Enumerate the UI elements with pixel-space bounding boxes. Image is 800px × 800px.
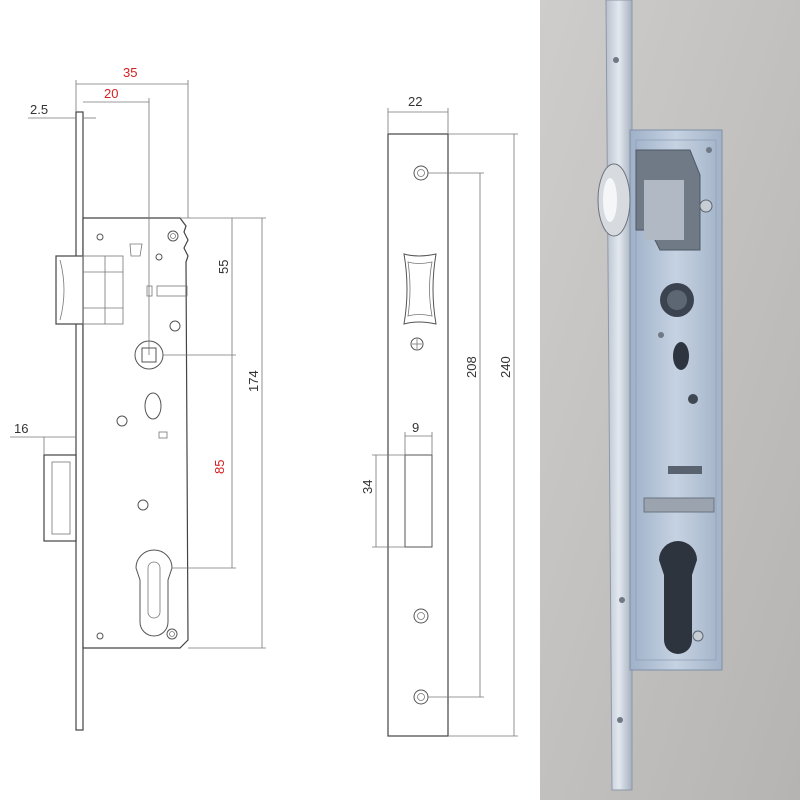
latch-opening [403, 253, 437, 325]
oval-hole [144, 392, 162, 420]
deadbolt-opening [404, 454, 433, 548]
lock-case [82, 217, 189, 649]
dim-34: 34 [360, 480, 375, 494]
technical-drawing: 35 20 2.5 55 174 85 16 [10, 65, 518, 737]
dim-16: 16 [14, 421, 28, 436]
screw-hole [96, 233, 104, 241]
photo-screw [692, 630, 704, 642]
screw-hole [96, 632, 104, 640]
screw-hole [137, 499, 149, 511]
lock-side-view [43, 111, 189, 731]
cylinder-cutout [135, 549, 173, 637]
side-dimensions: 35 20 2.5 55 174 85 16 [10, 65, 266, 649]
dim-85: 85 [212, 460, 227, 474]
dim-20: 20 [104, 86, 118, 101]
photo-cylinder-cutout [659, 541, 697, 654]
dim-174: 174 [246, 370, 261, 392]
faceplate-side [75, 111, 84, 731]
photo-deadbolt [643, 497, 715, 513]
dim-240: 240 [498, 356, 513, 378]
screw-hole [166, 628, 178, 640]
faceplate-screw [413, 608, 429, 624]
screw-hole [167, 230, 179, 242]
lock-photo [540, 0, 800, 800]
screw-hole [169, 320, 181, 332]
photo-screw [699, 199, 713, 213]
dim-22: 22 [408, 94, 422, 109]
dim-55: 55 [216, 260, 231, 274]
latch-bolt [55, 255, 84, 325]
photo-oval-hole [673, 342, 689, 370]
phillips-screw [410, 337, 424, 351]
screw-hole [116, 415, 128, 427]
dim-35: 35 [123, 65, 137, 80]
faceplate-front [387, 133, 449, 737]
deadbolt [43, 454, 77, 542]
dim-9: 9 [412, 420, 419, 435]
dim-208: 208 [464, 356, 479, 378]
photo-screw [688, 394, 698, 404]
dim-2-5: 2.5 [30, 102, 48, 117]
faceplate-front-view: 208 240 22 9 34 [360, 94, 518, 737]
